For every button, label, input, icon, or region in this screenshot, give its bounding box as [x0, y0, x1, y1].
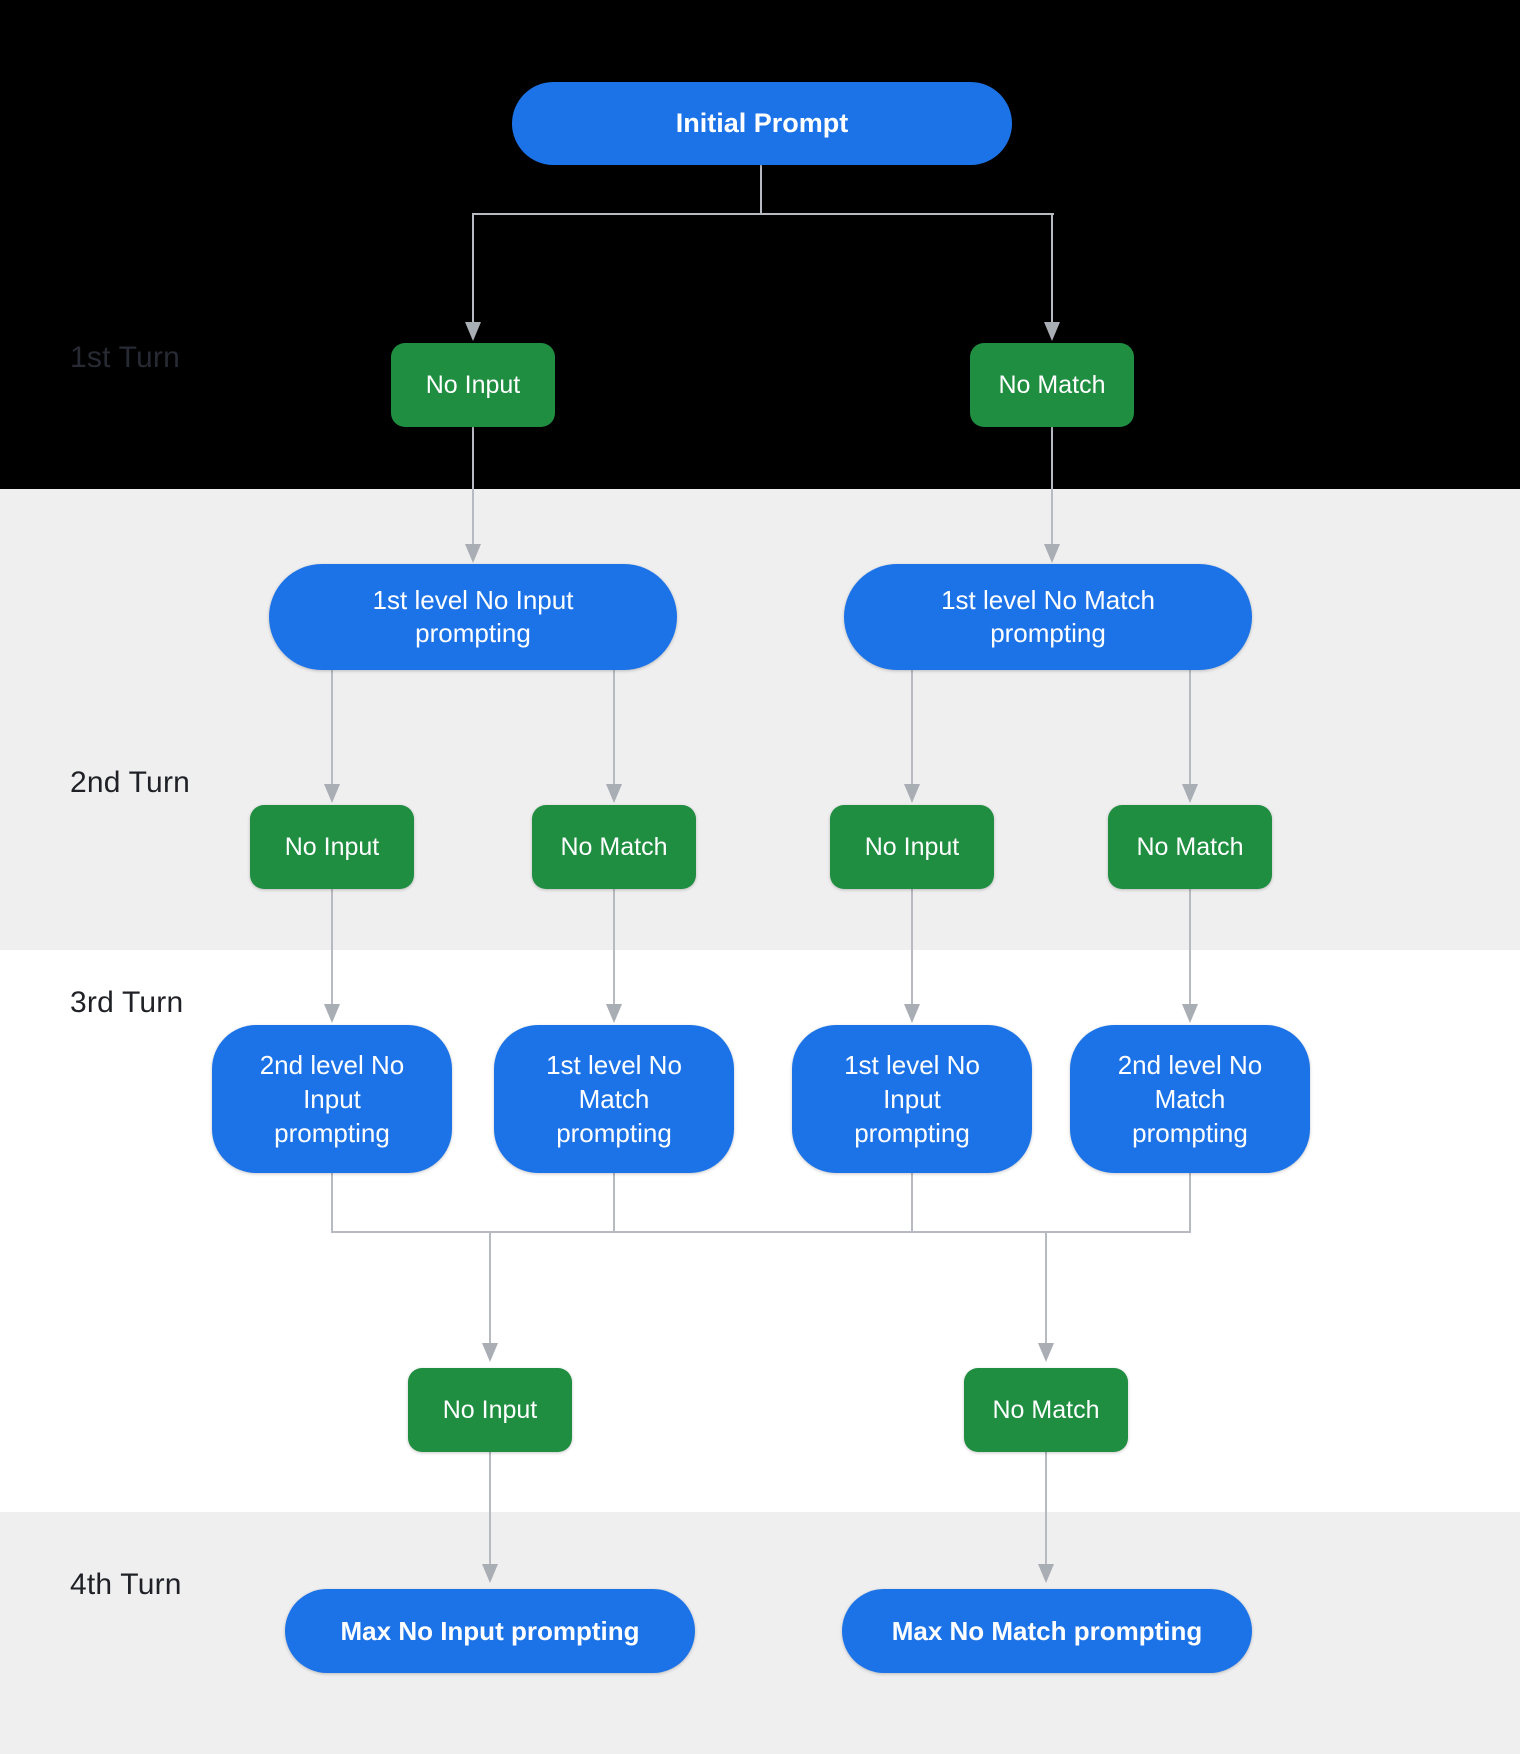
arrowhead-icon — [324, 1004, 340, 1023]
connector-line — [613, 1173, 615, 1232]
node-1st-level-no-input-prompting: 1st level No Input prompting — [269, 564, 677, 670]
arrowhead-icon — [1044, 544, 1060, 563]
connector-line — [331, 670, 333, 784]
arrowhead-icon — [465, 322, 481, 341]
band-turn-2 — [0, 489, 1520, 950]
band-turn-4 — [0, 1512, 1520, 1754]
node-1st-level-no-match-prompting: 1st level No Match prompting — [844, 564, 1252, 670]
connector-line — [1051, 427, 1053, 544]
turn-label-3: 3rd Turn — [70, 986, 184, 1019]
node-turn3-no-match: No Match — [964, 1368, 1128, 1452]
connector-line — [1045, 1232, 1047, 1343]
arrowhead-icon — [324, 784, 340, 803]
node-max-no-match-prompting: Max No Match prompting — [842, 1589, 1252, 1673]
connector-line — [1189, 1173, 1191, 1232]
node-2nd-level-no-match-prompting: 2nd level No Match prompting — [1070, 1025, 1310, 1173]
node-turn2-no-input-left: No Input — [250, 805, 414, 889]
connector-line — [911, 1173, 913, 1232]
arrowhead-icon — [904, 784, 920, 803]
connector-line — [472, 213, 474, 325]
node-turn1-no-match: No Match — [970, 343, 1134, 427]
arrowhead-icon — [1182, 1004, 1198, 1023]
node-1st-level-no-input-prompting-b: 1st level No Input prompting — [792, 1025, 1032, 1173]
connector-line — [1189, 889, 1191, 1004]
node-1st-level-no-match-prompting-b: 1st level No Match prompting — [494, 1025, 734, 1173]
arrowhead-icon — [904, 1004, 920, 1023]
node-turn3-no-input: No Input — [408, 1368, 572, 1452]
connector-line — [1045, 1452, 1047, 1564]
connector-line — [489, 1232, 491, 1343]
connector-line — [911, 889, 913, 1004]
node-turn2-no-match-right: No Match — [1108, 805, 1272, 889]
arrowhead-icon — [482, 1564, 498, 1583]
connector-line — [613, 670, 615, 784]
connector-line — [331, 889, 333, 1004]
connector-line — [331, 1173, 333, 1232]
band-turn-1 — [0, 0, 1520, 489]
connector-line — [472, 427, 474, 544]
turn-label-1: 1st Turn — [70, 341, 180, 374]
node-2nd-level-no-input-prompting: 2nd level No Input prompting — [212, 1025, 452, 1173]
arrowhead-icon — [1038, 1564, 1054, 1583]
arrowhead-icon — [465, 544, 481, 563]
node-turn2-no-input-right: No Input — [830, 805, 994, 889]
connector-line — [1051, 213, 1053, 325]
arrowhead-icon — [606, 1004, 622, 1023]
connector-line — [489, 1452, 491, 1564]
connector-line — [472, 213, 1054, 215]
arrowhead-icon — [1044, 322, 1060, 341]
arrowhead-icon — [1038, 1343, 1054, 1362]
connector-line — [911, 670, 913, 784]
connector-line — [613, 889, 615, 1004]
arrowhead-icon — [606, 784, 622, 803]
node-turn2-no-match-left: No Match — [532, 805, 696, 889]
connector-merge-bar — [331, 1231, 1191, 1233]
connector-line — [760, 165, 762, 213]
arrowhead-icon — [482, 1343, 498, 1362]
node-initial-prompt: Initial Prompt — [512, 82, 1012, 165]
node-turn1-no-input: No Input — [391, 343, 555, 427]
turn-label-4: 4th Turn — [70, 1568, 182, 1601]
turn-label-2: 2nd Turn — [70, 766, 191, 799]
node-max-no-input-prompting: Max No Input prompting — [285, 1589, 695, 1673]
connector-line — [1189, 670, 1191, 784]
arrowhead-icon — [1182, 784, 1198, 803]
